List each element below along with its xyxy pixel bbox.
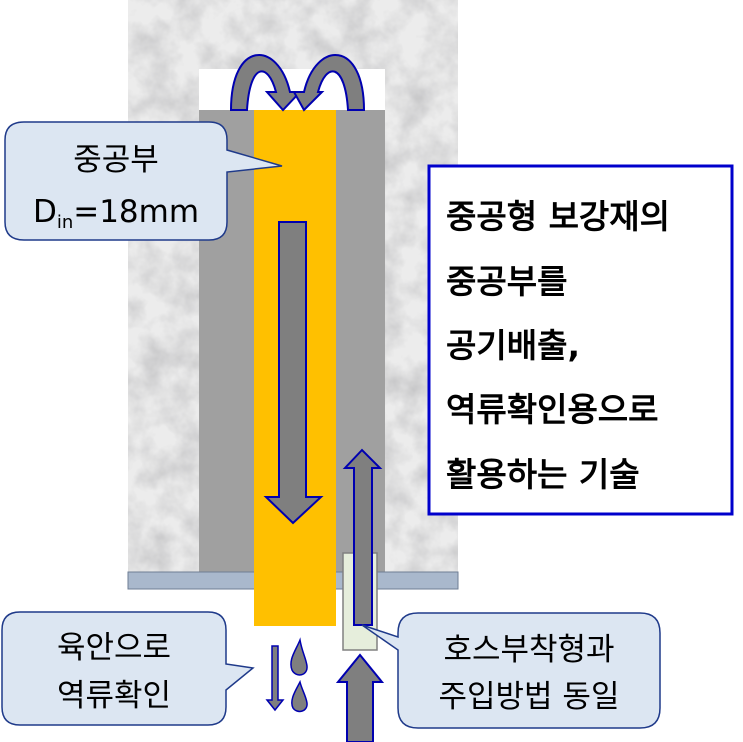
callout-hose-bubble: [361, 612, 661, 729]
curved-arrow-right-icon: [292, 54, 366, 112]
description-line-2: 중공부를: [446, 262, 567, 301]
callout-visual-bubble: [1, 611, 255, 726]
callout-hollow-diameter: Din=18mm: [33, 194, 199, 233]
description-line-3: 공기배출,: [446, 326, 580, 365]
description-line-4: 역류확인용으로: [446, 390, 659, 429]
up-arrow-icon: [342, 448, 383, 626]
description-line-5: 활용하는 기술: [446, 455, 640, 494]
description-box: [427, 164, 734, 516]
callout-hollow-bubble: [4, 121, 283, 241]
small-down-arrow-icon: [265, 645, 285, 712]
callout-hollow-line1: 중공부: [73, 142, 159, 178]
callout-hose-line1: 호스부착형과: [443, 632, 614, 668]
description-line-1: 중공형 보강재의: [446, 197, 670, 236]
callout-visual-line1: 육안으로: [57, 630, 171, 666]
callout-hose-line2: 주입방법 동일: [439, 679, 620, 715]
drop-icon: [291, 679, 308, 713]
callout-visual-line2: 역류확인: [57, 678, 171, 714]
injection-up-arrow-icon: [335, 653, 385, 742]
down-arrow-icon: [263, 221, 324, 525]
drop-icon: [290, 637, 308, 676]
